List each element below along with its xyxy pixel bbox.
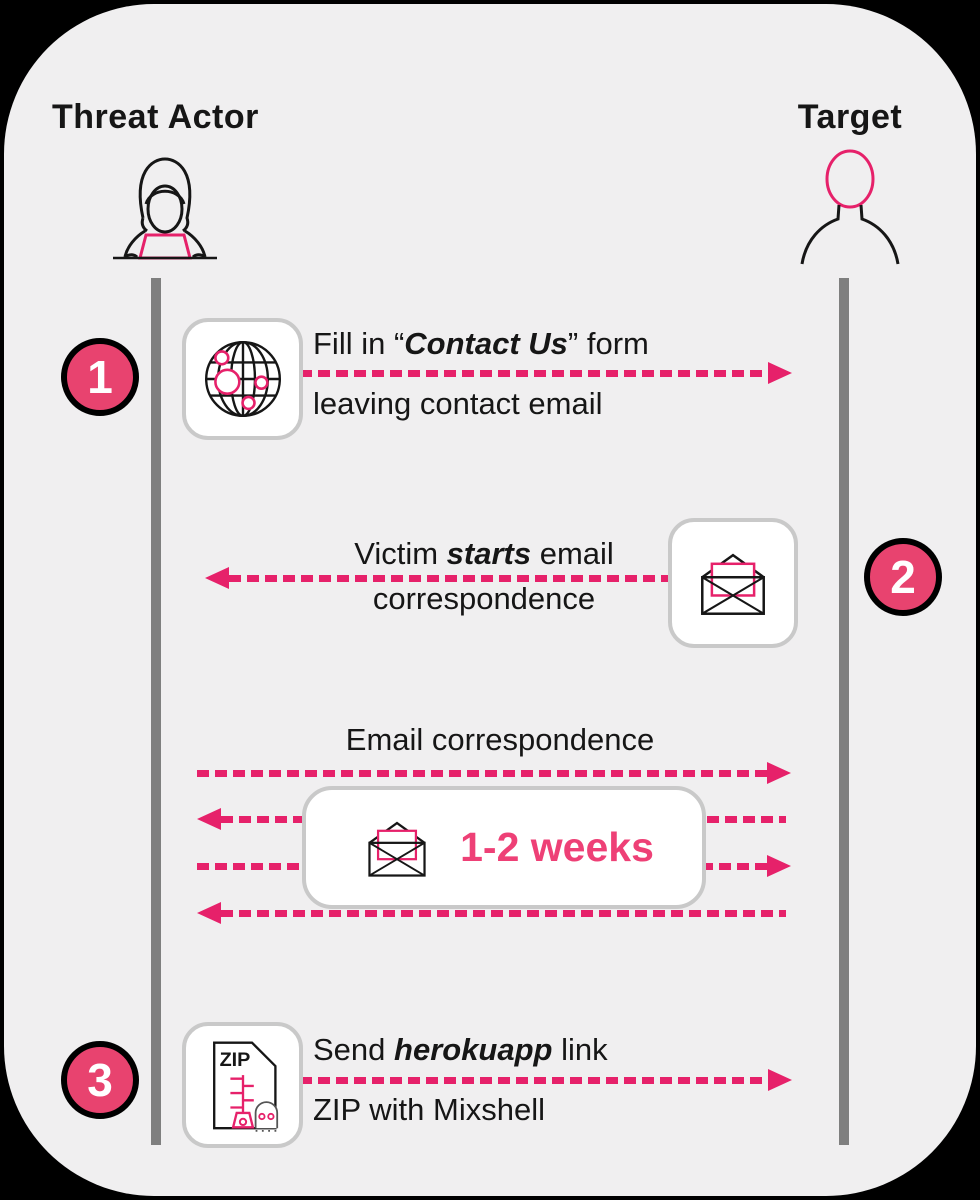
open-envelope-icon <box>354 805 440 891</box>
arrowhead-left <box>197 902 221 924</box>
duration-box: 1-2 weeks <box>302 786 706 909</box>
step-1-badge: 1 <box>61 338 139 416</box>
step-2-text-pre: Victim <box>354 536 447 571</box>
exchange-arrow-right-1 <box>197 762 791 784</box>
target-lifeline <box>839 278 849 1145</box>
step-3-text-pre: Send <box>313 1032 395 1067</box>
step-3-message-line-1: Send herokuapp link <box>313 1032 608 1068</box>
step-3-text-post: link <box>552 1032 608 1067</box>
dashed-line <box>229 574 668 582</box>
rounded-panel <box>4 4 976 1196</box>
step-3-message-line-2: ZIP with Mixshell <box>313 1092 545 1127</box>
open-envelope-icon <box>668 518 798 648</box>
target-label: Target <box>797 98 903 136</box>
dashed-line <box>197 769 767 777</box>
dashed-line <box>221 909 786 917</box>
arrowhead-right <box>767 855 791 877</box>
step-1-text-pre: Fill in “ <box>313 326 405 361</box>
step-2-text-emphasis: starts <box>446 536 532 571</box>
step-1-text-emphasis: Contact Us <box>404 326 568 361</box>
dashed-line <box>300 369 768 377</box>
step-1-arrow-right <box>300 362 792 384</box>
zip-text: ZIP <box>219 1049 250 1071</box>
globe-icon <box>182 318 303 440</box>
hooded-hacker-icon <box>103 146 227 272</box>
arrowhead-right <box>767 762 791 784</box>
arrowhead-right <box>768 1069 792 1091</box>
person-icon <box>788 143 912 271</box>
arrowhead-left <box>197 808 221 830</box>
dashed-line <box>300 1076 768 1084</box>
step-1-message-line-2: leaving contact email <box>313 386 603 421</box>
step-1-message-line-1: Fill in “Contact Us” form <box>313 326 649 362</box>
step-2-arrow-left <box>205 567 668 589</box>
step-3-badge: 3 <box>61 1041 139 1119</box>
zip-file-icon: ZIP <box>182 1022 303 1148</box>
threat-actor-label: Threat Actor <box>52 98 259 136</box>
arrowhead-left <box>205 567 229 589</box>
duration-text: 1-2 weeks <box>460 824 654 870</box>
exchange-arrow-left-2 <box>197 902 786 924</box>
step-2-badge: 2 <box>864 538 942 616</box>
step-2-message-line-2: correspondence <box>372 581 596 616</box>
exchange-title: Email correspondence <box>345 722 655 757</box>
step-2-text-post: email <box>531 536 614 571</box>
step-1-text-post: ” form <box>567 326 649 361</box>
step-3-text-emphasis: herokuapp <box>394 1032 553 1067</box>
step-2-message-line-1: Victim starts email <box>300 536 668 572</box>
arrowhead-right <box>768 362 792 384</box>
threat-actor-lifeline <box>151 278 161 1145</box>
step-3-arrow-right <box>300 1069 792 1091</box>
